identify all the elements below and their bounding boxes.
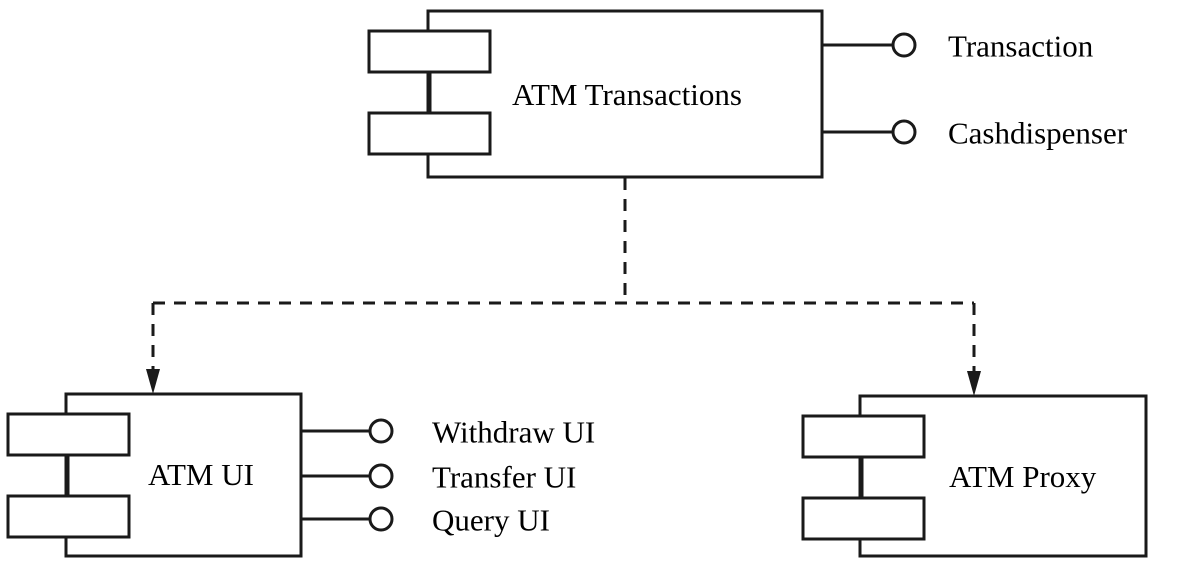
component-tab-lower-atm-transactions [367,111,492,156]
interface-ball-cashdispenser [891,119,917,145]
component-atm-ui[interactable] [6,392,394,558]
component-label-atm-transactions: ATM Transactions [512,77,742,112]
dependency-arrowhead-atm-proxy [967,371,981,396]
interface-label-transfer-ui: Transfer UI [432,459,577,495]
component-atm-transactions[interactable] [367,9,917,179]
component-tab-lower-atm-ui [6,494,131,539]
interface-ball-query-ui [368,506,394,532]
interface-transaction[interactable] [822,32,917,58]
component-label-atm-proxy: ATM Proxy [949,459,1097,494]
interface-label-transaction: Transaction [948,28,1094,64]
interface-cashdispenser[interactable] [822,119,917,145]
interface-withdraw-ui[interactable] [301,418,394,444]
interface-ball-transfer-ui [368,463,394,489]
component-tab-lower-atm-proxy [801,496,926,541]
interface-transfer-ui[interactable] [301,463,394,489]
interface-label-withdraw-ui: Withdraw UI [432,414,596,450]
dependency-atm-transactions-to-children [146,178,981,396]
interface-ball-transaction [891,32,917,58]
component-tab-upper-atm-ui [6,412,131,457]
component-atm-proxy[interactable] [801,394,1148,558]
interface-label-cashdispenser: Cashdispenser [948,115,1128,151]
component-label-atm-ui: ATM UI [148,457,254,492]
interface-label-query-ui: Query UI [432,502,550,538]
component-body-atm-transactions [426,9,824,179]
interface-ball-withdraw-ui [368,418,394,444]
interface-query-ui[interactable] [301,506,394,532]
component-tab-upper-atm-transactions [367,29,492,74]
dependency-arrowhead-atm-ui [146,369,160,394]
component-tab-upper-atm-proxy [801,414,926,459]
